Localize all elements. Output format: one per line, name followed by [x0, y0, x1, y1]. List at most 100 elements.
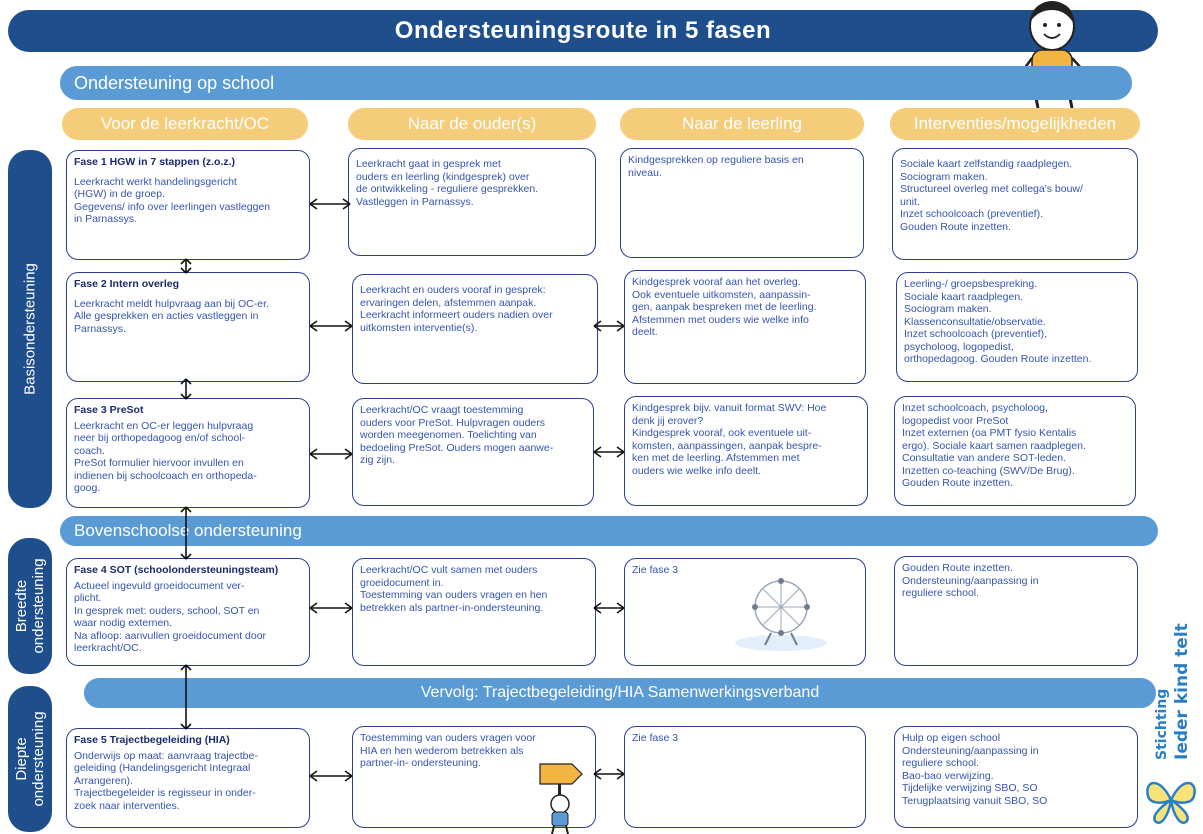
box-line: deelt.	[632, 326, 658, 338]
double-arrow-icon	[309, 770, 353, 782]
box-line: Leerkracht/OC vraagt toestemming	[360, 404, 524, 416]
signpost-character-illustration	[539, 763, 583, 834]
box-line: Inzetten co-teaching (SWV/De Brug).	[902, 464, 1075, 477]
box-line: Onderwijs op maat: aanvraag trajectbe-	[74, 749, 258, 762]
box-line: Arrangeren).	[74, 774, 133, 787]
box-fase2-ouders: Leerkracht en ouders vooraf in gesprek: …	[352, 274, 598, 384]
box-line: Toestemming van ouders vragen en hen	[360, 589, 548, 601]
box-line: Hulp op eigen school	[902, 732, 1001, 744]
box-line: zig zijn.	[360, 454, 396, 466]
box-fase1-leerling: Kindgesprekken op reguliere basis en niv…	[620, 148, 864, 258]
box-line: ouders wie welke info deelt.	[632, 464, 761, 477]
double-arrow-icon	[180, 506, 192, 560]
double-arrow-icon	[309, 448, 353, 460]
box-line: HIA en hen wederom betrekken als	[360, 744, 524, 757]
box-line: Structureel overleg met collega's bouw/	[900, 183, 1083, 195]
box-line: Consultatie van andere SOT-leden.	[902, 452, 1067, 464]
box-line: Trajectbegeleider is regisseur in onder-	[74, 787, 256, 799]
box-line: Leerkracht en ouders vooraf in gesprek:	[360, 284, 546, 296]
side-label-breedte: Breedte ondersteuning	[8, 538, 52, 674]
box-line: logopedist voor PreSot	[902, 414, 1009, 427]
box-fase4-ouders: Leerkracht/OC vult samen met ouders groe…	[352, 558, 596, 666]
column-header-ouders: Naar de ouder(s)	[348, 108, 596, 140]
box-fase3-ouders: Leerkracht/OC vraagt toestemming ouders …	[352, 398, 594, 506]
box-line: Na afloop: aanvullen groeidocument door	[74, 629, 267, 642]
box-fase2-leerkracht: Fase 2 Intern overleg Leerkracht meldt h…	[66, 272, 310, 382]
box-title: Fase 2 Intern overleg	[74, 278, 180, 290]
double-arrow-icon	[309, 198, 351, 210]
box-title: Fase 3 PreSot	[74, 404, 144, 416]
box-line: Afstemmen met ouders wie welke info	[632, 313, 809, 326]
page-title: Ondersteuningsroute in 5 fasen	[8, 10, 1158, 52]
box-line: Ondersteuning/aanpassing in	[902, 744, 1039, 757]
box-line: Leerkracht meldt hulpvraag aan bij OC-er…	[74, 297, 269, 310]
box-line: Leerkracht en OC-er leggen hulpvraag	[74, 419, 254, 432]
box-line: Leerkracht/OC vult samen met ouders	[360, 564, 538, 576]
side-label-diepte: Diepte ondersteuning	[8, 686, 52, 832]
box-line: betrekken als partner-in-ondersteuning.	[360, 601, 544, 614]
section-bar-school: Ondersteuning op school	[60, 66, 1132, 100]
box-line: leerkracht/OC.	[74, 642, 142, 654]
double-arrow-icon	[180, 664, 192, 730]
box-line: reguliere school.	[902, 587, 980, 599]
box-fase4-interventies: Gouden Route inzetten. Ondersteuning/aan…	[894, 556, 1138, 666]
box-line: Gouden Route inzetten.	[902, 562, 1013, 574]
box-line: psycholoog, logopedist,	[904, 340, 1014, 353]
box-line: Actueel ingevuld groeidocument ver-	[74, 579, 245, 592]
double-arrow-icon	[593, 446, 625, 458]
box-line: Gouden Route inzetten.	[900, 220, 1011, 233]
box-line: Leerling-/ groepsbespreking.	[904, 278, 1038, 290]
box-line: ouders voor PreSot. Hulpvragen ouders	[360, 416, 546, 429]
box-line: Sociogram maken.	[900, 170, 988, 183]
box-fase3-interventies: Inzet schoolcoach, psycholoog, logopedis…	[894, 396, 1136, 506]
side-label-breedte-line1: Breedte	[13, 579, 30, 633]
box-title: Fase 1 HGW in 7 stappen (z.o.z.)	[74, 156, 236, 168]
ferris-wheel-illustration	[735, 578, 827, 651]
box-line: neer bij orthopedagoog en/of school-	[74, 432, 246, 444]
box-line: ergo). Sociale kaart samen raadplegen.	[902, 439, 1086, 452]
box-line: ervaringen delen, afstemmen aanpak.	[360, 296, 537, 309]
box-line: zoek naar interventies.	[74, 799, 180, 812]
logo: Stichting Ieder kind telt	[1142, 600, 1200, 830]
box-line: Toestemming van ouders vragen voor	[360, 732, 536, 744]
box-line: de ontwikkeling - reguliere gesprekken.	[356, 183, 539, 195]
column-header-leerkracht: Voor de leerkracht/OC	[62, 108, 308, 140]
box-fase5-leerling: Zie fase 3	[624, 726, 866, 828]
double-arrow-icon	[593, 768, 625, 780]
side-label-basis-text: Basisondersteuning	[21, 263, 39, 395]
side-label-diepte-line2: ondersteuning	[30, 711, 47, 807]
box-fase4-leerling: Zie fase 3	[624, 558, 866, 666]
box-line: groeidocument in.	[360, 576, 444, 589]
box-line: Sociale kaart zelfstandig raadplegen.	[900, 158, 1073, 170]
box-line: Kindgesprekken op reguliere basis en	[628, 154, 804, 166]
box-line: Zie fase 3	[632, 732, 679, 744]
section-bar-vervolg: Vervolg: Trajectbegeleiding/HIA Samenwer…	[84, 678, 1156, 708]
box-line: Alle gesprekken en acties vastleggen in	[74, 310, 259, 322]
box-line: Kindgesprek vooraf, ook eventuele uit-	[632, 427, 812, 439]
box-line: Inzet externen (oa PMT fysio Kentalis	[902, 427, 1077, 439]
box-line: Gouden Route inzetten.	[902, 477, 1013, 489]
box-line: Leerkracht gaat in gesprek met	[356, 158, 501, 170]
box-line: Sociogram maken.	[904, 303, 992, 315]
box-title: Fase 4 SOT (schoolondersteuningsteam)	[74, 564, 279, 576]
box-line: Inzet schoolcoach (preventief).	[900, 208, 1043, 220]
box-line: (HGW) in de groep.	[74, 188, 166, 200]
box-line: Ook eventuele uitkomsten, aanpassin-	[632, 288, 811, 301]
box-line: Kindgesprek vooraf aan het overleg.	[632, 276, 801, 288]
box-fase1-interventies: Sociale kaart zelfstandig raadplegen. So…	[892, 148, 1138, 260]
box-fase2-leerling: Kindgesprek vooraf aan het overleg. Ook …	[624, 270, 866, 384]
box-line: geleiding (Handelingsgericht Integraal	[74, 762, 251, 774]
box-line: waar nodig externen.	[74, 617, 173, 629]
box-line: unit.	[900, 195, 920, 208]
box-fase3-leerling: Kindgesprek bijv. vanuit format SWV: Hoe…	[624, 396, 868, 506]
double-arrow-icon	[180, 378, 192, 400]
box-line: Inzet schoolcoach (preventief),	[904, 328, 1047, 340]
box-fase2-interventies: Leerling-/ groepsbespreking. Sociale kaa…	[896, 272, 1138, 382]
column-header-leerling: Naar de leerling	[620, 108, 864, 140]
box-line: Kindgesprek bijv. vanuit format SWV: Hoe	[632, 402, 827, 414]
side-label-breedte-line2: ondersteuning	[30, 558, 47, 654]
box-line: partner-in- ondersteuning.	[360, 757, 481, 769]
double-arrow-icon	[593, 602, 625, 614]
double-arrow-icon	[593, 320, 625, 332]
column-header-interventies: Interventies/mogelijkheden	[890, 108, 1140, 140]
